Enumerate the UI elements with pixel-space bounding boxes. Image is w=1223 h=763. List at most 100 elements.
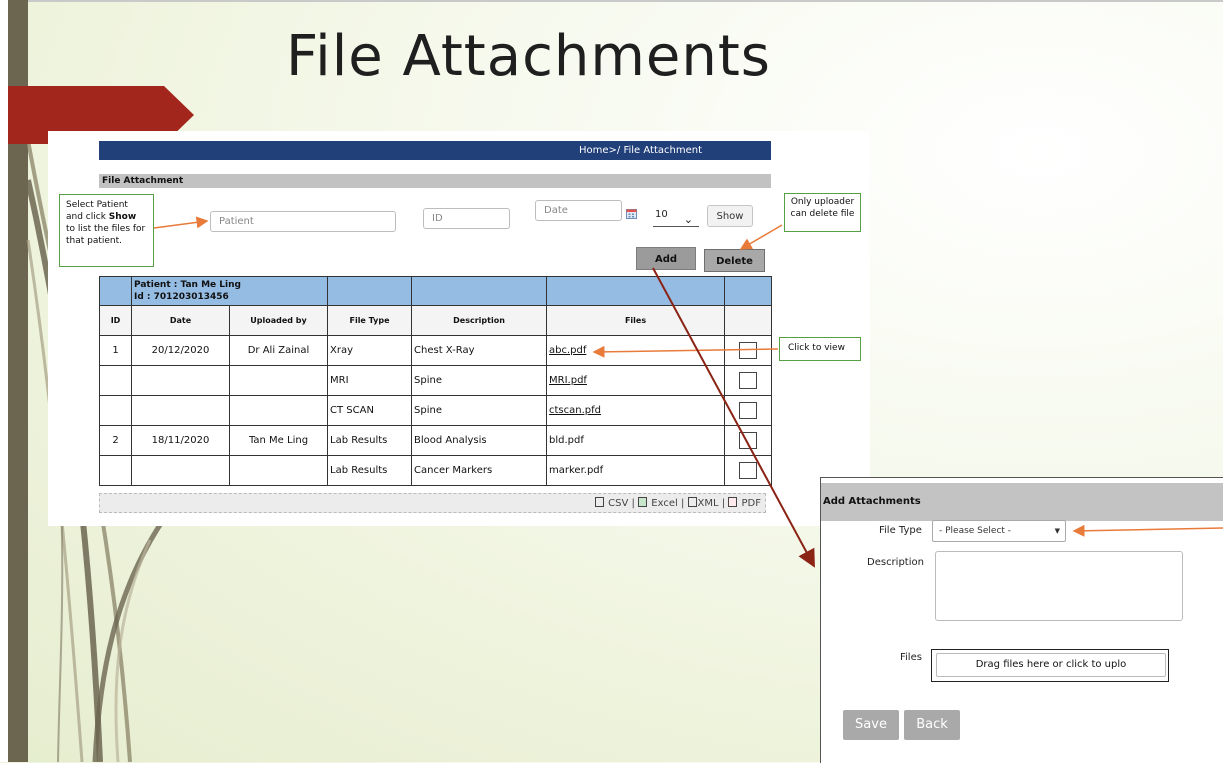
- description-textarea[interactable]: [935, 551, 1183, 621]
- files-label: Files: [900, 652, 922, 663]
- file-name[interactable]: bld.pdf: [549, 435, 584, 446]
- excel-icon: [638, 497, 648, 507]
- export-csv[interactable]: CSV: [594, 494, 628, 514]
- cell-description: Spine: [411, 395, 548, 426]
- export-pdf[interactable]: PDF: [728, 494, 761, 514]
- cell-select: [724, 395, 773, 426]
- file-dropzone[interactable]: Drag files here or click to uplo: [931, 649, 1169, 682]
- cell-file: MRI.pdf: [546, 365, 726, 396]
- cell-file-type: Lab Results: [327, 455, 413, 486]
- top-border: [0, 0, 1223, 2]
- cell-description: Spine: [411, 365, 548, 396]
- left-margin: [0, 0, 8, 762]
- file-name[interactable]: marker.pdf: [549, 465, 604, 476]
- cell-file: bld.pdf: [546, 425, 726, 456]
- add-attachments-modal: Add Attachments File Type - Please Selec…: [820, 477, 1223, 763]
- calendar-icon[interactable]: [626, 208, 637, 219]
- cell-date: [131, 395, 230, 426]
- patient-header-row: Patient : Tan Me Ling Id : 701203013456: [99, 276, 773, 306]
- export-xml[interactable]: XML: [687, 494, 719, 514]
- col-header-id[interactable]: ID: [99, 305, 132, 336]
- cell-select: [724, 455, 773, 486]
- description-label: Description: [867, 557, 924, 568]
- add-button[interactable]: Add: [636, 247, 696, 270]
- file-type-label: File Type: [879, 525, 922, 536]
- callout-uploader-delete: Only uploader can delete file: [784, 193, 861, 232]
- cell-select: [724, 425, 773, 456]
- cell-date: [131, 365, 230, 396]
- cell-select: [724, 365, 773, 396]
- col-header-files[interactable]: Files: [546, 305, 726, 336]
- cell-description: Chest X-Ray: [411, 335, 548, 366]
- files-table: Patient : Tan Me Ling Id : 701203013456 …: [99, 276, 773, 486]
- export-excel[interactable]: Excel: [638, 494, 678, 514]
- cell-uploaded-by: Tan Me Ling: [228, 425, 329, 456]
- row-checkbox[interactable]: [739, 432, 758, 449]
- id-input[interactable]: ID: [423, 208, 510, 229]
- table-row: MRI Spine MRI.pdf: [99, 365, 773, 396]
- back-button[interactable]: Back: [904, 710, 960, 740]
- breadcrumb[interactable]: Home>/ File Attachment: [99, 141, 771, 160]
- cell-id: [99, 455, 132, 486]
- section-title: File Attachment: [99, 174, 771, 188]
- table-row: CT SCAN Spine ctscan.pfd: [99, 395, 773, 426]
- patient-input[interactable]: Patient: [210, 211, 396, 232]
- file-link[interactable]: abc.pdf: [549, 345, 587, 356]
- patient-id: Id : 701203013456: [134, 292, 229, 302]
- patient-header: Patient : Tan Me Ling Id : 701203013456: [130, 276, 329, 306]
- file-link[interactable]: ctscan.pfd: [549, 405, 602, 416]
- cell-date: 18/11/2020: [131, 425, 230, 456]
- slide-title: File Attachments: [286, 24, 771, 89]
- cell-file: ctscan.pfd: [546, 395, 726, 426]
- col-header-date[interactable]: Date: [131, 305, 230, 336]
- cell-file: marker.pdf: [546, 455, 726, 486]
- callout-select-patient: Select Patient and click Show to list th…: [59, 194, 154, 267]
- page-size-select[interactable]: 10 ⌄: [653, 205, 699, 227]
- table-row: 2 18/11/2020 Tan Me Ling Lab Results Blo…: [99, 425, 773, 456]
- xml-icon: [687, 497, 697, 507]
- cell-uploaded-by: [228, 365, 329, 396]
- cell-uploaded-by: [228, 455, 329, 486]
- cell-file: abc.pdf: [546, 335, 726, 366]
- page-size-value: 10: [655, 209, 668, 220]
- col-header-file-type[interactable]: File Type: [327, 305, 413, 336]
- date-input[interactable]: Date: [535, 200, 622, 221]
- callout-text-post: to list the files for that patient.: [66, 224, 146, 246]
- table-row: 1 20/12/2020 Dr Ali Zainal Xray Chest X-…: [99, 335, 773, 366]
- row-checkbox[interactable]: [739, 372, 758, 389]
- cell-id: 1: [99, 335, 132, 366]
- cell-date: 20/12/2020: [131, 335, 230, 366]
- cell-id: [99, 395, 132, 426]
- delete-button[interactable]: Delete: [704, 249, 765, 272]
- file-link[interactable]: MRI.pdf: [549, 375, 587, 386]
- cell-id: 2: [99, 425, 132, 456]
- callout-text-bold: Show: [108, 212, 137, 222]
- dropdown-arrow-icon: ▼: [1054, 527, 1060, 535]
- dropzone-text[interactable]: Drag files here or click to uplo: [936, 653, 1166, 677]
- file-type-select[interactable]: - Please Select - ▼: [932, 520, 1066, 542]
- cell-uploaded-by: Dr Ali Zainal: [228, 335, 329, 366]
- row-checkbox[interactable]: [739, 462, 758, 479]
- table-row: Lab Results Cancer Markers marker.pdf: [99, 455, 773, 486]
- file-type-value: - Please Select -: [939, 526, 1012, 536]
- csv-icon: [594, 497, 604, 507]
- cell-description: Cancer Markers: [411, 455, 548, 486]
- col-header-select: [724, 305, 773, 336]
- col-header-uploaded-by[interactable]: Uploaded by: [228, 305, 329, 336]
- callout-text-pre: Select Patient and click: [66, 200, 128, 222]
- cell-file-type: CT SCAN: [327, 395, 413, 426]
- chevron-down-icon: ⌄: [683, 213, 693, 226]
- cell-select: [724, 335, 773, 366]
- modal-title: Add Attachments: [821, 483, 1223, 521]
- show-button[interactable]: Show: [707, 205, 753, 227]
- column-header-row: ID Date Uploaded by File Type Descriptio…: [99, 305, 773, 336]
- cell-uploaded-by: [228, 395, 329, 426]
- cell-id: [99, 365, 132, 396]
- col-header-description[interactable]: Description: [411, 305, 548, 336]
- cell-description: Blood Analysis: [411, 425, 548, 456]
- red-banner-shape: [8, 86, 194, 144]
- slide-left-bar: [8, 0, 28, 762]
- row-checkbox[interactable]: [739, 402, 758, 419]
- save-button[interactable]: Save: [843, 710, 899, 740]
- row-checkbox[interactable]: [739, 342, 758, 359]
